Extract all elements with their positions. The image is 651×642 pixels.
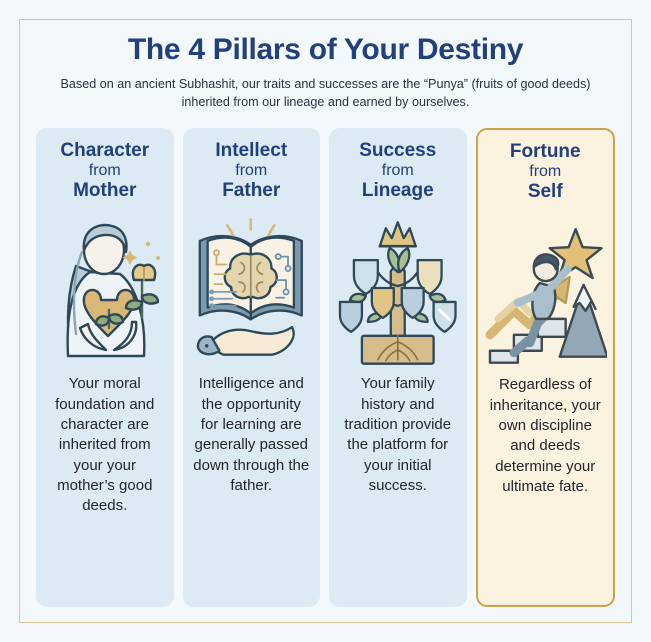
pillar-title: Success bbox=[359, 139, 437, 161]
person-climbing-stairs-to-star-icon bbox=[484, 209, 607, 369]
poster-header: The 4 Pillars of Your Destiny Based on a… bbox=[21, 21, 630, 112]
pillar-card-intellect: Intellect from Father bbox=[182, 127, 320, 607]
pillar-title: Intellect bbox=[215, 139, 288, 161]
pillar-description: Regardless of inheritance, your own disc… bbox=[489, 376, 601, 496]
poster-inner: The 4 Pillars of Your Destiny Based on a… bbox=[21, 21, 630, 621]
page-subtitle: Based on an ancient Subhashit, our trait… bbox=[60, 77, 591, 110]
pillar-connector: from bbox=[88, 161, 121, 179]
pillar-connector: from bbox=[529, 162, 562, 180]
pillar-title: Character bbox=[60, 139, 150, 161]
pillar-source: Father bbox=[222, 180, 281, 202]
pillar-card-success: Success from Lineage bbox=[329, 127, 467, 607]
page-title: The 4 Pillars of Your Destiny bbox=[127, 33, 524, 66]
pillar-card-fortune: Fortune from Self bbox=[475, 127, 615, 607]
pillar-description: Your family history and tradition provid… bbox=[344, 375, 452, 495]
pillar-description: Your moral foundation and character are … bbox=[55, 375, 155, 515]
pillars-row: Character from Mother bbox=[21, 112, 630, 622]
open-book-brain-on-hand-icon bbox=[190, 208, 314, 368]
family-tree-crown-shields-icon bbox=[336, 208, 460, 368]
pillar-source: Lineage bbox=[361, 180, 434, 202]
pillar-heading: Character from Mother bbox=[60, 140, 149, 203]
pillar-source: Self bbox=[527, 181, 563, 203]
pillar-card-character: Character from Mother bbox=[36, 127, 174, 607]
pillar-heading: Fortune from Self bbox=[510, 141, 581, 204]
pillar-heading: Intellect from Father bbox=[215, 140, 287, 203]
pillar-title: Fortune bbox=[509, 140, 581, 162]
pillar-description: Intelligence and the opportunity for lea… bbox=[193, 375, 310, 495]
pillar-heading: Success from Lineage bbox=[359, 140, 436, 203]
pillar-connector: from bbox=[235, 161, 268, 179]
mother-holding-heart-sprout-icon bbox=[43, 208, 167, 368]
pillar-connector: from bbox=[381, 161, 414, 179]
pillar-source: Mother bbox=[73, 180, 137, 202]
